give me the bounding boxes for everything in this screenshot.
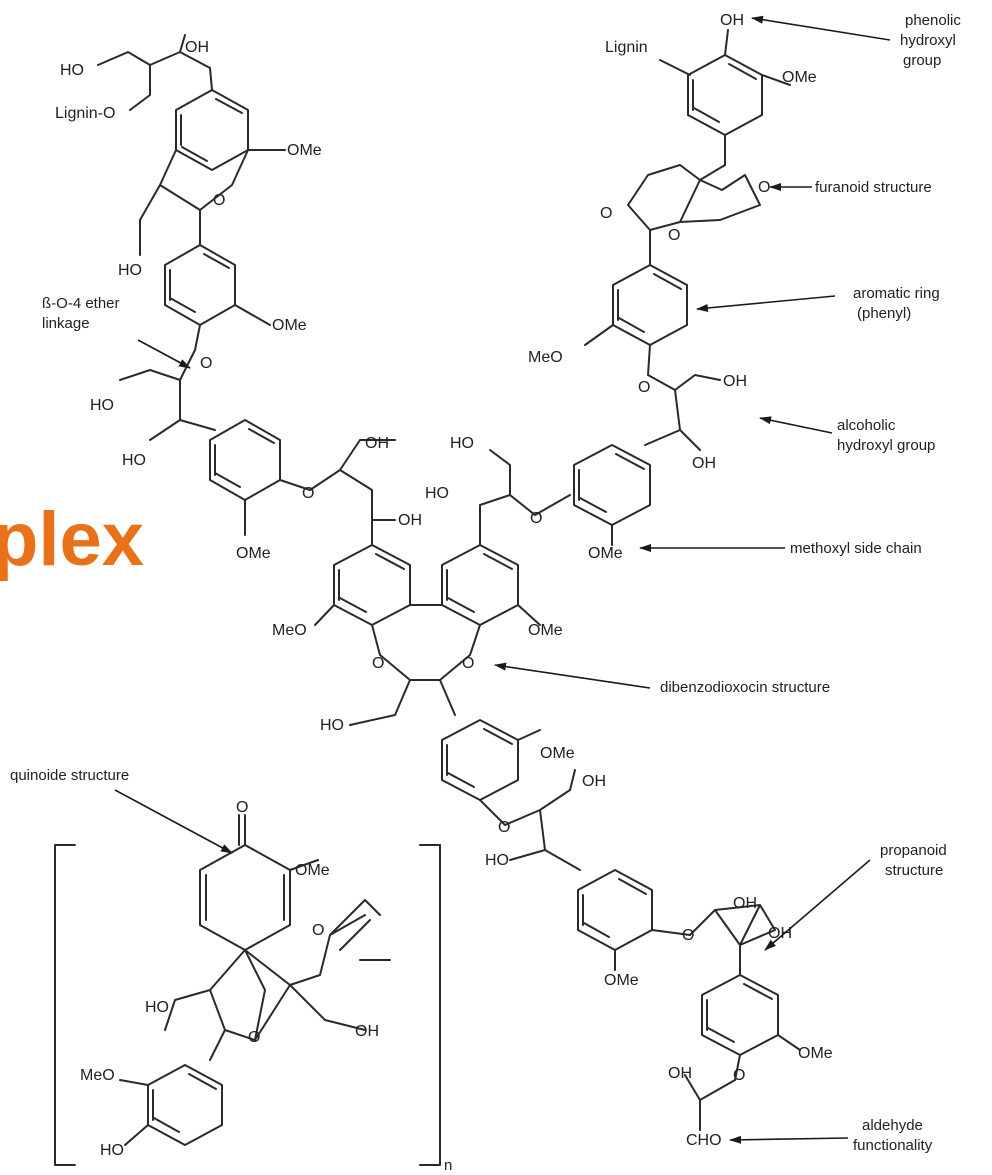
atom-label: O	[372, 655, 384, 672]
atom-label: OH	[768, 925, 792, 942]
annotation-line: ß-O-4 ether	[42, 295, 120, 312]
annotation-arrow	[759, 416, 833, 434]
atom-label: OMe	[588, 545, 623, 562]
annotation-arrow	[114, 789, 233, 854]
annotation-alcoholic: alcoholic hydroxyl group	[759, 416, 935, 454]
annotation-line: structure	[885, 862, 943, 879]
annotation-line: linkage	[42, 315, 90, 332]
atom-label: Lignin	[605, 39, 648, 56]
annotation-line: methoxyl side chain	[790, 540, 922, 557]
annotation-arrow	[764, 859, 871, 951]
atom-label: MeO	[528, 349, 563, 366]
atom-label: O	[236, 799, 248, 816]
atom-label: OH	[398, 512, 422, 529]
atom-label: OH	[365, 435, 389, 452]
annotation-dibenzodioxocin: dibenzodioxocin structure	[494, 662, 830, 696]
atom-label: OMe	[798, 1045, 833, 1062]
annotation-line: alcoholic	[837, 417, 896, 434]
atom-label: O	[682, 927, 694, 944]
atom-label: O	[530, 510, 542, 527]
atom-label: OMe	[287, 142, 322, 159]
annotation-aromatic: aromatic ring (phenyl)	[696, 285, 940, 322]
atom-label: OH	[185, 39, 209, 56]
atom-label: O	[302, 485, 314, 502]
atom-label: O	[462, 655, 474, 672]
atom-label: HO	[450, 435, 474, 452]
annotation-arrow	[137, 339, 191, 369]
atom-label: MeO	[272, 622, 307, 639]
atom-label: OH	[720, 12, 744, 29]
atom-label: HO	[320, 717, 344, 734]
atom-label: HO	[485, 852, 509, 869]
annotation-arrow	[751, 15, 891, 41]
bracket-subscript: n	[444, 1157, 452, 1174]
annotation-phenolic: phenolic hydroxyl group	[751, 12, 961, 69]
annotation-line: aromatic ring	[853, 285, 940, 302]
atom-label: O	[213, 192, 225, 209]
atom-label: OH	[668, 1065, 692, 1082]
annotation-line: propanoid	[880, 842, 947, 859]
annotation-furanoid: furanoid structure	[769, 179, 932, 196]
atom-label: HO	[118, 262, 142, 279]
annotation-line: functionality	[853, 1137, 933, 1154]
atom-label: HO	[425, 485, 449, 502]
annotation-line: hydroxyl	[900, 32, 956, 49]
annotation-beta-o-4: ß-O-4 ether linkage	[42, 295, 191, 369]
atom-label: MeO	[80, 1067, 115, 1084]
molecule-bonds	[54, 29, 801, 1166]
atom-labels: HO OH Lignin-O OMe O HO OMe O HO HO OH O…	[55, 12, 833, 1174]
atom-label: OMe	[604, 972, 639, 989]
atom-label: OH	[733, 895, 757, 912]
annotation-line: phenolic	[905, 12, 961, 29]
atom-label: OH	[723, 373, 747, 390]
atom-label: O	[638, 379, 650, 396]
annotation-aldehyde: aldehyde functionality	[729, 1117, 933, 1154]
atom-label: OMe	[236, 545, 271, 562]
atom-label: HO	[122, 452, 146, 469]
atom-label: OMe	[295, 862, 330, 879]
annotation-methoxyl: methoxyl side chain	[639, 540, 922, 557]
atom-label: OMe	[528, 622, 563, 639]
atom-label: CHO	[686, 1132, 722, 1149]
annotation-quinoide: quinoide structure	[10, 767, 233, 854]
atom-label: O	[312, 922, 324, 939]
atom-label: OMe	[540, 745, 575, 762]
atom-label: O	[733, 1067, 745, 1084]
atom-label: HO	[60, 62, 84, 79]
annotations: phenolic hydroxyl group furanoid structu…	[10, 12, 961, 1154]
atom-label: O	[200, 355, 212, 372]
atom-label: OH	[692, 455, 716, 472]
atom-label: OMe	[272, 317, 307, 334]
annotation-line: dibenzodioxocin structure	[660, 679, 830, 696]
annotation-line: furanoid structure	[815, 179, 932, 196]
atom-label: HO	[90, 397, 114, 414]
atom-label: Lignin-O	[55, 105, 115, 122]
atom-label: OH	[582, 773, 606, 790]
annotation-propanoid: propanoid structure	[764, 842, 947, 951]
annotation-line: (phenyl)	[857, 305, 911, 322]
annotation-arrow	[729, 1135, 849, 1144]
atom-label: OMe	[782, 69, 817, 86]
annotation-line: aldehyde	[862, 1117, 923, 1134]
annotation-line: quinoide structure	[10, 767, 129, 784]
atom-label: HO	[145, 999, 169, 1016]
atom-label: O	[758, 179, 770, 196]
annotation-arrow	[696, 295, 836, 312]
atom-label: O	[668, 227, 680, 244]
atom-label: O	[248, 1029, 260, 1046]
atom-label: HO	[100, 1142, 124, 1159]
annotation-line: group	[903, 52, 941, 69]
annotation-arrow	[494, 662, 651, 689]
atom-label: OH	[355, 1023, 379, 1040]
title-fragment: plex	[0, 497, 144, 582]
atom-label: O	[498, 819, 510, 836]
atom-label: O	[600, 205, 612, 222]
annotation-line: hydroxyl group	[837, 437, 935, 454]
